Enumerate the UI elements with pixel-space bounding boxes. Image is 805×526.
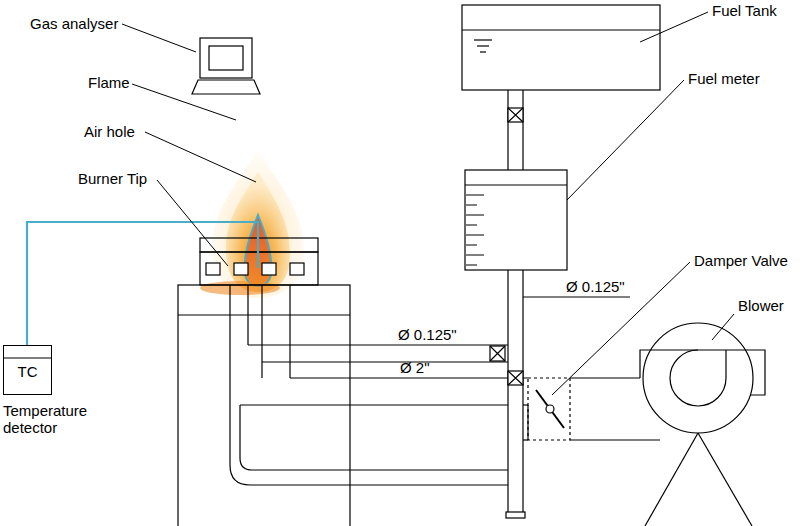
dimension-label: Ø 2" — [400, 359, 430, 376]
dimension-label: Ø 0.125" — [398, 326, 457, 343]
sensor-tag: TC — [4, 346, 51, 380]
burner-body — [230, 465, 250, 485]
part-label: Gas analyser — [30, 15, 118, 32]
computer-icon — [209, 46, 243, 70]
pipe — [290, 377, 528, 378]
leader-line — [122, 12, 734, 395]
meter-scale — [466, 265, 477, 266]
pipe — [507, 270, 508, 512]
meter-scale — [466, 195, 484, 265]
leader-line — [712, 314, 734, 340]
fuel-tank — [462, 29, 660, 30]
pipe — [240, 404, 508, 405]
part-label: Damper Valve — [694, 252, 788, 269]
thermocouple-wire — [3, 358, 51, 359]
part-label: Flame — [88, 74, 130, 91]
leader-line — [157, 180, 228, 266]
fuel-meter — [465, 170, 567, 270]
pipe — [506, 512, 525, 518]
air-hole — [262, 263, 276, 275]
pipe — [252, 469, 508, 470]
damper-valve — [528, 378, 570, 440]
pipe — [507, 90, 508, 170]
burner-body — [289, 285, 290, 378]
meter-scale — [466, 225, 477, 226]
valve-symbol — [490, 108, 523, 385]
fuel-tank — [480, 51, 486, 52]
air-duct — [523, 439, 528, 440]
valve-symbol — [508, 108, 523, 122]
sensor-caption: Temperature detector — [3, 402, 98, 436]
leader-line — [122, 24, 196, 52]
valve-symbol — [508, 371, 523, 385]
air-duct — [570, 377, 640, 378]
part-label: Fuel meter — [688, 70, 760, 87]
fuel-tank — [462, 5, 660, 90]
burner-body — [240, 405, 252, 470]
fuel-tank — [474, 39, 492, 40]
fuel-meter — [465, 170, 567, 270]
sensor-box: TCTemperature detector — [3, 345, 52, 395]
burner-body — [229, 285, 230, 465]
leader-line — [640, 12, 708, 42]
meter-scale — [466, 235, 484, 236]
air-duct — [527, 405, 528, 440]
valve-symbol — [508, 371, 523, 385]
part-label: Blower — [738, 297, 784, 314]
pipe — [262, 361, 508, 362]
air-hole — [234, 263, 248, 275]
leader-line — [145, 132, 256, 182]
meter-scale — [466, 195, 484, 196]
pipe — [248, 344, 508, 345]
leader-line — [552, 262, 690, 395]
computer-icon — [200, 38, 252, 78]
dimension-label: Ø 0.125" — [566, 278, 625, 295]
air-hole — [290, 263, 304, 275]
burner-body — [261, 285, 262, 378]
valve-symbol — [490, 346, 505, 361]
fuel-tank — [462, 5, 660, 90]
flame — [200, 150, 304, 298]
leader-line — [567, 80, 684, 200]
pipe — [522, 90, 523, 170]
pipe — [250, 484, 508, 485]
pipe — [523, 404, 528, 405]
flame — [200, 281, 280, 295]
leader-line — [132, 84, 236, 120]
blower — [698, 433, 752, 526]
air-duct — [523, 378, 660, 440]
blower — [640, 350, 765, 395]
blower — [643, 323, 753, 433]
leader-line — [523, 297, 630, 298]
valve-symbol — [508, 108, 523, 122]
meter-scale — [466, 255, 484, 256]
blower — [670, 350, 726, 406]
meter-scale — [466, 205, 477, 206]
computer-icon — [192, 38, 260, 94]
meter-scale — [466, 245, 477, 246]
air-hole — [206, 263, 304, 275]
air-hole — [206, 263, 220, 275]
pipe — [522, 270, 523, 512]
pipe — [240, 90, 528, 518]
damper-valve — [536, 390, 564, 428]
thermocouple-wire — [3, 222, 258, 358]
fuel-meter — [465, 184, 567, 185]
damper-valve — [528, 378, 570, 440]
fuel-tank — [477, 45, 489, 46]
blower — [645, 433, 698, 526]
part-label: Air hole — [84, 123, 135, 140]
part-label: Fuel Tank — [712, 2, 777, 19]
computer-icon — [192, 80, 260, 94]
blower — [640, 323, 765, 526]
valve-symbol — [490, 346, 505, 361]
burner-body — [247, 285, 248, 345]
damper-valve — [546, 405, 554, 413]
air-duct — [570, 439, 660, 440]
meter-scale — [466, 215, 484, 216]
part-label: Burner Tip — [78, 170, 147, 187]
thermocouple-wire — [27, 222, 258, 345]
burner-body — [178, 314, 350, 315]
